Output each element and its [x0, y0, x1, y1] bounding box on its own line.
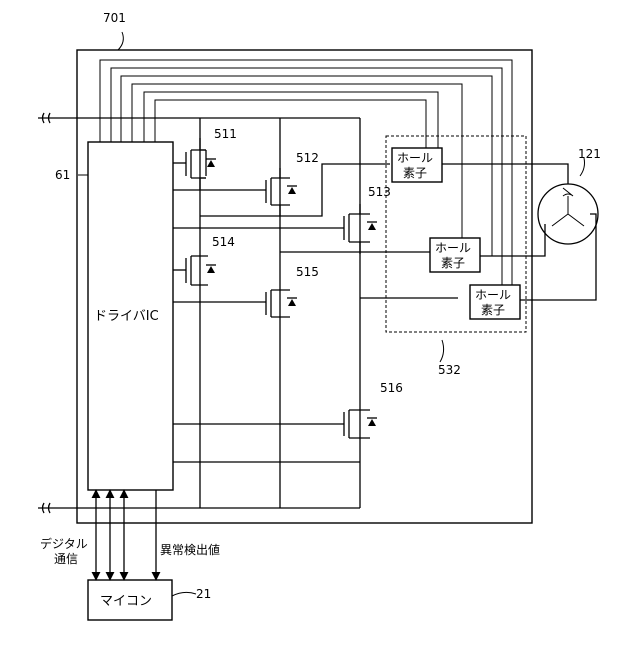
transistor-512-ref: 512 [296, 151, 319, 165]
hall-sensor-1-line2: 素子 [403, 166, 427, 180]
hall-group-ref: 532 [438, 363, 461, 377]
hall-sensor-1-line1: ホール [397, 151, 433, 165]
driver-ic: ドライバIC 61 [55, 142, 173, 490]
transistor-515-ref: 515 [296, 265, 319, 279]
motor-ref: 121 [578, 147, 601, 161]
transistor-513-ref: 513 [368, 185, 391, 199]
hall-sensor-2: ホール 素子 [430, 238, 480, 272]
transistor-514-ref: 514 [212, 235, 235, 249]
transistor-516-ref: 516 [380, 381, 403, 395]
hall-sensor-2-line1: ホール [435, 241, 471, 255]
driver-ic-label: ドライバIC [94, 309, 159, 324]
digital-comm-label-1: デジタル [40, 536, 88, 551]
microcomputer-ref: 21 [196, 587, 211, 601]
hall-sensor-3: ホール 素子 [470, 285, 520, 319]
digital-comm-label-2: 通信 [54, 552, 78, 566]
hall-sensor-3-line1: ホール [475, 288, 511, 302]
board-ref: 701 [103, 11, 126, 25]
abnormal-detection-label: 異常検出値 [160, 542, 220, 557]
hall-sensor-3-line2: 素子 [481, 303, 505, 317]
hall-sensor-1: ホール 素子 [392, 148, 442, 182]
microcomputer-label: マイコン [100, 594, 152, 609]
microcomputer: マイコン 21 [88, 580, 211, 620]
hall-sensor-2-line2: 素子 [441, 256, 465, 270]
driver-ic-ref: 61 [55, 168, 70, 182]
transistor-511-ref: 511 [214, 127, 237, 141]
